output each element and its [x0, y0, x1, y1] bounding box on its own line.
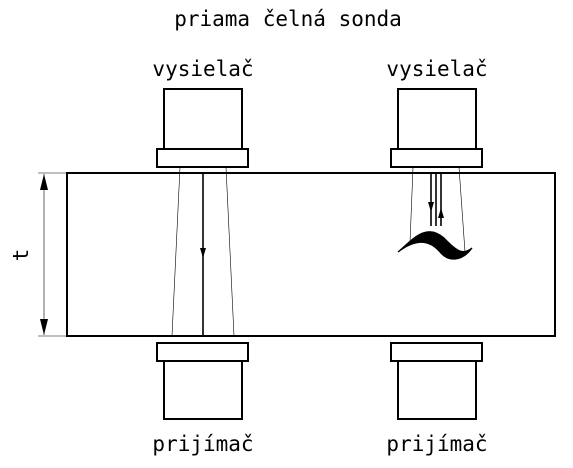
right-receiver-label: prijímač — [386, 432, 487, 456]
thickness-label: t — [9, 249, 33, 262]
left-beam-edge-left — [171, 166, 181, 337]
right-receiver-probe — [390, 342, 483, 420]
thickness-arrow-bottom — [40, 319, 48, 335]
left-transmitter-label: vysielač — [152, 57, 253, 81]
left-receiver-label: prijímač — [152, 432, 253, 456]
right-beam-incident-arrow — [428, 202, 434, 212]
test-specimen-plate — [66, 172, 556, 337]
diagram-title: priama čelná sonda — [174, 7, 402, 31]
left-transmitter-probe — [156, 88, 249, 168]
right-beam-reflected-arrow — [438, 208, 444, 218]
left-beam-edge-right — [225, 166, 235, 337]
right-transmitter-label: vysielač — [386, 57, 487, 81]
right-beam-edge-right — [458, 166, 466, 253]
left-beam-arrow — [200, 248, 206, 258]
right-transmitter-probe — [390, 88, 483, 168]
thickness-arrow-top — [40, 174, 48, 190]
defect-crack — [397, 231, 473, 260]
left-receiver-probe — [156, 342, 249, 420]
right-beam-edge-left — [409, 166, 414, 244]
